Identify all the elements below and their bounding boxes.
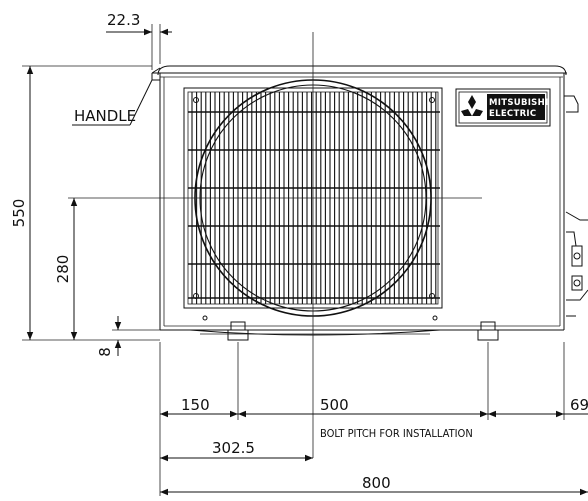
center-lines	[68, 32, 482, 458]
dim-bolt-row: 150 500 69 BOLT PITCH FOR INSTALLATION	[160, 396, 588, 440]
dim-center-offset: 302.5	[160, 439, 313, 462]
dim-800-label: 800	[362, 474, 391, 492]
handle-callout: HANDLE	[72, 79, 153, 126]
bottom-extension-lines	[159, 342, 565, 496]
handle	[151, 67, 161, 81]
brand-line1: MITSUBISHI	[489, 98, 548, 108]
bolt-pitch-note: BOLT PITCH FOR INSTALLATION	[320, 427, 473, 440]
dim-302-5-label: 302.5	[212, 439, 255, 457]
dim-total-width: 800	[160, 474, 588, 496]
side-fittings	[564, 95, 588, 317]
unit-body	[152, 65, 567, 336]
mounting-feet	[227, 321, 499, 341]
dim-center-height: 280	[54, 198, 78, 340]
dim-total-height: 550	[10, 65, 160, 341]
dim-handle-offset: 22.3	[106, 11, 172, 70]
brand-line2: ELECTRIC	[489, 109, 536, 119]
dim-69-label: 69	[570, 396, 588, 414]
dim-22-3-label: 22.3	[107, 11, 140, 29]
dim-500-label: 500	[320, 396, 349, 414]
handle-label: HANDLE	[74, 107, 136, 125]
dim-550-label: 550	[10, 199, 28, 228]
dim-8-label: 8	[96, 347, 114, 357]
dim-150-label: 150	[181, 396, 210, 414]
dim-foot-height: 8	[96, 316, 160, 357]
dim-280-label: 280	[54, 255, 72, 284]
brand-logo: MITSUBISHI ELECTRIC	[455, 88, 551, 127]
